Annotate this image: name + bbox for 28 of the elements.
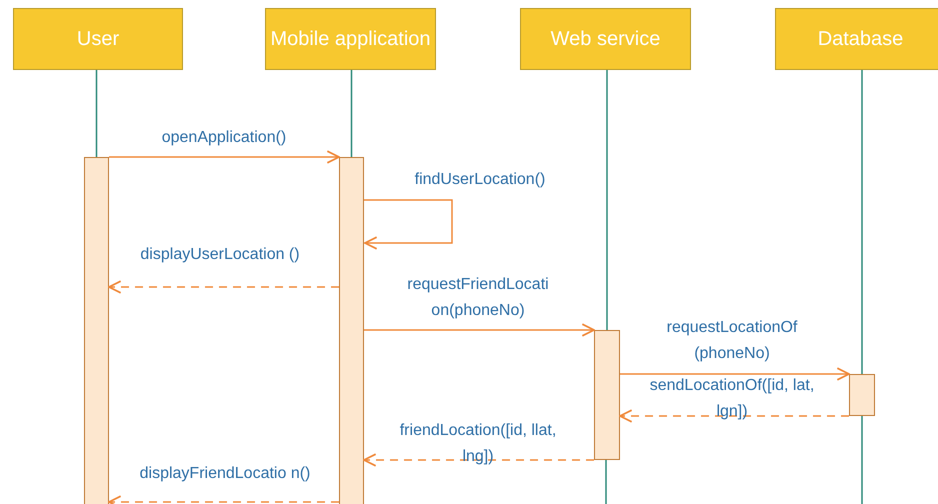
- lifeline-header: User: [13, 8, 183, 70]
- lifeline: [350, 70, 352, 157]
- lifeline: [861, 70, 863, 374]
- activation-bar: [84, 157, 109, 504]
- message-arrow: [363, 453, 594, 467]
- message-arrow: [620, 367, 850, 381]
- lifeline-header: Mobile application: [265, 8, 436, 70]
- activation-bar: [339, 157, 364, 504]
- message-arrow: [619, 409, 849, 423]
- message-label: requestFriendLocati on(phoneNo): [406, 275, 550, 321]
- message-label: openApplication(): [160, 128, 288, 148]
- message-arrow: [108, 280, 339, 294]
- lifeline: [606, 70, 608, 330]
- message-arrow: [108, 495, 339, 504]
- lifeline: [96, 70, 98, 157]
- message-label: friendLocation([id, llat, lng]): [398, 421, 558, 467]
- message-arrow: [364, 323, 595, 337]
- message-label: displayFriendLocatio n(): [138, 464, 312, 484]
- message-arrow: [109, 150, 340, 164]
- message-label: displayUserLocation (): [139, 245, 301, 265]
- lifeline-header: Web service: [520, 8, 691, 70]
- message-label: findUserLocation(): [414, 170, 546, 190]
- message-label: requestLocationOf (phoneNo): [666, 318, 798, 364]
- message-arrow: [364, 199, 453, 250]
- lifeline-header: Database: [775, 8, 938, 70]
- message-label: sendLocationOf([id, lat, lgn]): [648, 376, 816, 422]
- activation-bar: [594, 330, 620, 460]
- activation-bar: [849, 374, 875, 416]
